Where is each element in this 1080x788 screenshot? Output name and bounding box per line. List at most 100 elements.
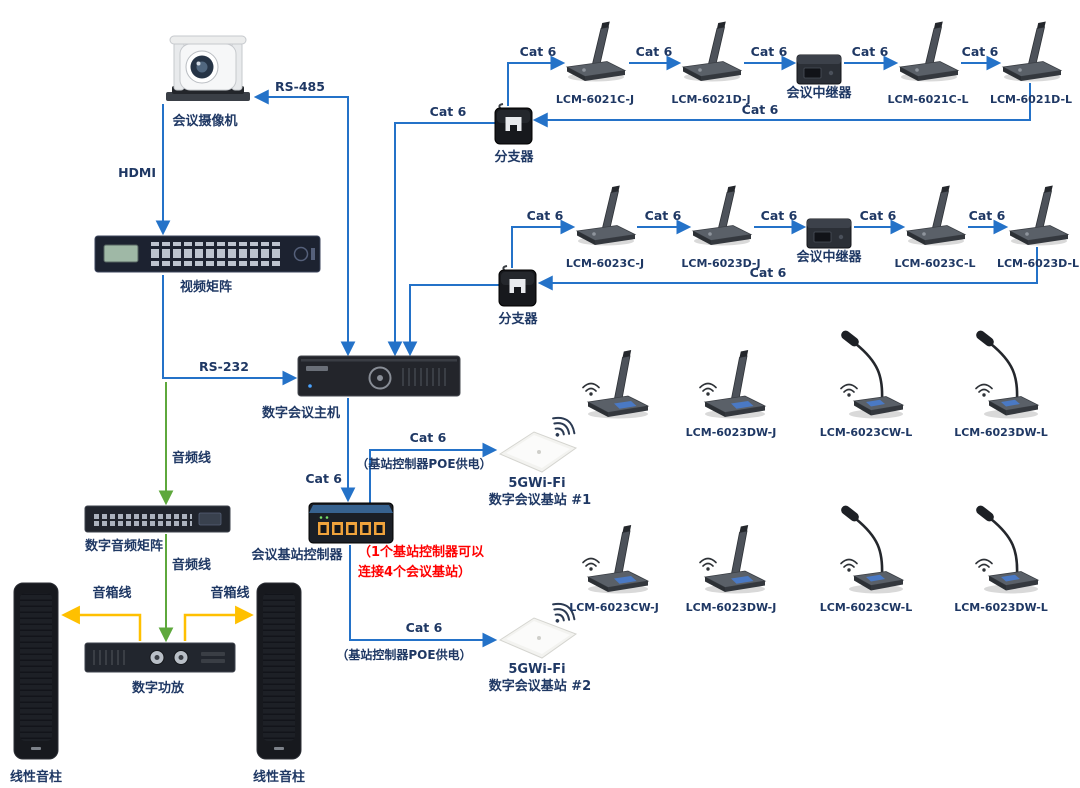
station1-name-label: 数字会议基站 #1 [489,492,591,508]
cat6-station1-label: Cat 6 [410,430,447,445]
chain1-mic3-label: LCM-6021C-L [887,93,968,106]
chain1-mic1-label: LCM-6021C-J [556,93,634,106]
chain2-mic3-label: LCM-6023C-L [894,257,975,270]
row2-wireless-mic2-device [699,524,766,595]
cat6-chain2-seg2-label: Cat 6 [645,208,682,223]
row2-mic3-label: LCM-6023CW-L [820,601,913,614]
cat6-chain2-seg3-label: Cat 6 [761,208,798,223]
rs232-label: RS-232 [199,359,249,374]
station2-wifi-label: 5GWi-Fi [508,662,565,677]
chain1-repeater-device [796,54,842,85]
audio-line-label-2: 音频线 [172,557,211,573]
chain2-mic2-label: LCM-6023D-J [681,257,760,270]
splitter-2-device [498,265,537,307]
chain1-mic3-device [899,21,959,82]
cat6-host-controller-label: Cat 6 [305,471,342,486]
cat6-chain1-seg2-label: Cat 6 [636,44,673,59]
speaker-cable-left [61,605,142,641]
row1-mic2-label: LCM-6023DW-J [686,426,777,439]
chain2-mic4-device [1009,185,1069,246]
chain1-mic4-label: LCM-6021D-L [990,93,1072,106]
base-station-2-device [499,598,580,659]
chain2-mic1-label: LCM-6023C-J [566,257,644,270]
row2-wireless-mic1-device [582,524,649,595]
audio-matrix-device [84,505,231,533]
speaker-line-label-right: 音箱线 [210,585,249,601]
host-label: 数字会议主机 [262,405,340,421]
column-speaker-right [256,582,302,760]
cat6-station2-label: Cat 6 [406,620,443,635]
row2-mic4-label: LCM-6023DW-L [954,601,1048,614]
cat6-chain1-seg5-label: Cat 6 [962,44,999,59]
cat6-chain2-return-label: Cat 6 [750,265,787,280]
column-speaker-right-label: 线性音柱 [253,769,305,785]
controller-to-station1-cable [369,442,498,503]
row1-mic3-label: LCM-6023CW-L [820,426,913,439]
row1-wireless-mic2-device [699,349,766,420]
cat6-chain2-out-label: Cat 6 [527,208,564,223]
audio-line-label-1: 音频线 [172,450,211,466]
chain2-mic4-label: LCM-6023D-L [997,257,1079,270]
row1-wireless-mic1-device [582,349,649,420]
conference-camera [166,35,250,101]
row2-wireless-mic3-device [838,502,905,595]
chain2-mic3-device [906,185,966,246]
base-station-controller-device [308,502,394,544]
chain2-out-cable [511,219,576,268]
cat6-chain1-return-label: Cat 6 [742,102,779,117]
cat6-chain1-seg4-label: Cat 6 [852,44,889,59]
chain2-feed-cable [402,284,499,357]
station1-wifi-label: 5GWi-Fi [508,476,565,491]
video-matrix-label: 视频矩阵 [180,279,232,295]
camera-label: 会议摄像机 [172,113,237,129]
amplifier-device [84,642,236,673]
controller-label: 会议基站控制器 [251,547,343,563]
chain1-feed-cable [387,122,495,357]
cat6-chain2-seg5-label: Cat 6 [969,208,1006,223]
chain1-mic2-device [682,21,742,82]
chain1-out-cable [507,55,566,106]
rs232-cable [162,275,298,386]
cat6-chain1-seg3-label: Cat 6 [751,44,788,59]
cat6-chain1-feed-label: Cat 6 [430,104,467,119]
row2-wireless-mic4-device [973,502,1040,595]
chain2-repeater-device [806,218,852,249]
chain2-mic2-device [692,185,752,246]
controller-note-line1: （1个基站控制器可以 [358,544,484,560]
column-speaker-left [13,582,59,760]
cat6-chain1-out-label: Cat 6 [520,44,557,59]
speaker-cable-right [183,605,254,641]
chain1-mic1-device [566,21,626,82]
chain2-repeater-label: 会议中继器 [796,249,862,265]
splitter-1-device [494,103,533,145]
hdmi-label: HDMI [118,165,156,180]
splitter-1-label: 分支器 [494,149,534,165]
row1-wireless-mic3-device [838,327,905,420]
speaker-line-label-left: 音箱线 [92,585,131,601]
station2-name-label: 数字会议基站 #2 [489,678,591,694]
row2-mic2-label: LCM-6023DW-J [686,601,777,614]
rs485-label: RS-485 [275,79,325,94]
chain2-mic1-device [576,185,636,246]
chain1-repeater-label: 会议中继器 [786,85,852,101]
controller-to-station2-cable [349,545,498,648]
controller-note-line2: 连接4个会议基站） [358,564,471,580]
rs485-cable [253,89,356,357]
amplifier-label: 数字功放 [132,680,185,696]
poe-note-1: （基站控制器POE供电） [356,456,491,471]
chain2-return-cable [537,247,1038,291]
video-matrix-device [94,235,321,273]
row1-wireless-mic4-device [973,327,1040,420]
chain1-mic2-label: LCM-6021D-J [671,93,750,106]
poe-note-2: （基站控制器POE供电） [336,647,471,662]
chain1-return-cable [532,83,1031,128]
row1-mic4-label: LCM-6023DW-L [954,426,1048,439]
audio-matrix-label: 数字音频矩阵 [85,538,163,554]
conference-host-device [297,355,461,397]
cat6-chain2-seg4-label: Cat 6 [860,208,897,223]
row2-mic1-label: LCM-6023CW-J [569,601,659,614]
column-speaker-left-label: 线性音柱 [10,769,62,785]
base-station-1-device [499,412,580,473]
splitter-2-label: 分支器 [498,311,538,327]
